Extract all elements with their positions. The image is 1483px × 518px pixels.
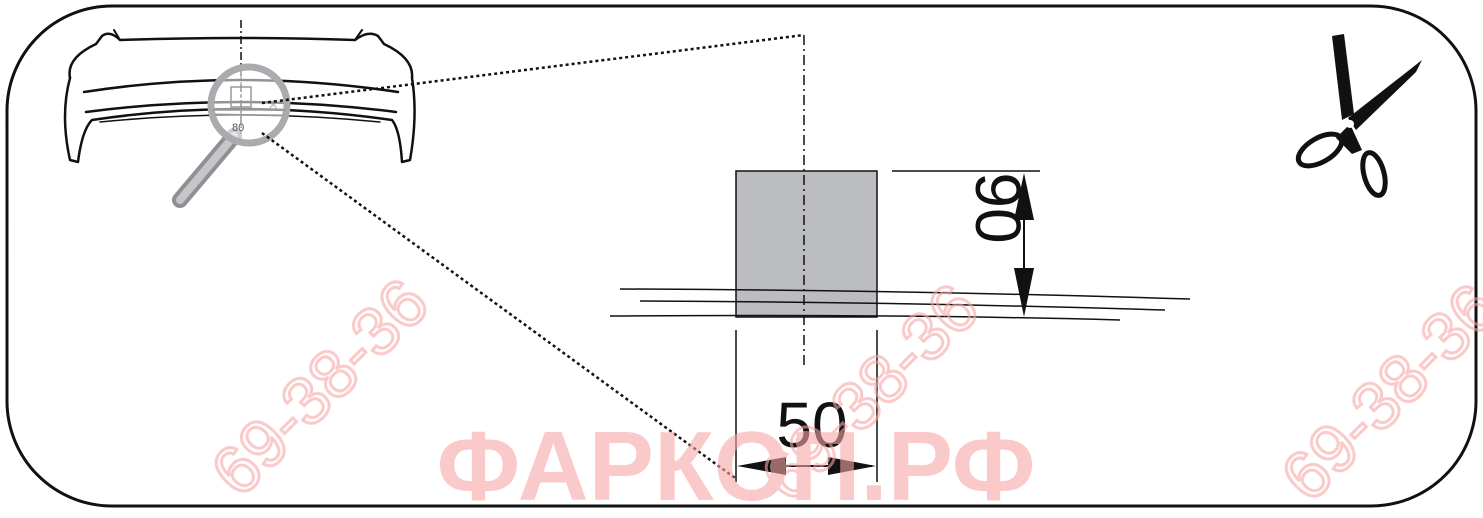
magnifier-width-label: 80 <box>232 122 244 134</box>
height-dimension <box>892 170 1040 317</box>
scissors-icon <box>1295 34 1422 198</box>
height-dimension-label: 90 <box>962 172 1034 243</box>
watermark-phone-left: 69-38-36 <box>197 264 443 510</box>
projection-lines <box>261 33 805 480</box>
cut-area-rect <box>735 170 878 318</box>
diagram-frame <box>5 4 1478 508</box>
magnifier-icon <box>172 63 291 208</box>
bumper-thumbnail <box>63 29 416 164</box>
width-dimension <box>735 330 878 482</box>
magnifier-height-label: 90 <box>268 100 278 110</box>
watermark-phone-right: 69-38-36 <box>1267 269 1483 513</box>
bumper-edge-lines <box>609 288 1191 321</box>
watermark-brand: ФАРКОП.РФ <box>437 411 1036 513</box>
width-dimension-label: 50 <box>776 389 847 461</box>
